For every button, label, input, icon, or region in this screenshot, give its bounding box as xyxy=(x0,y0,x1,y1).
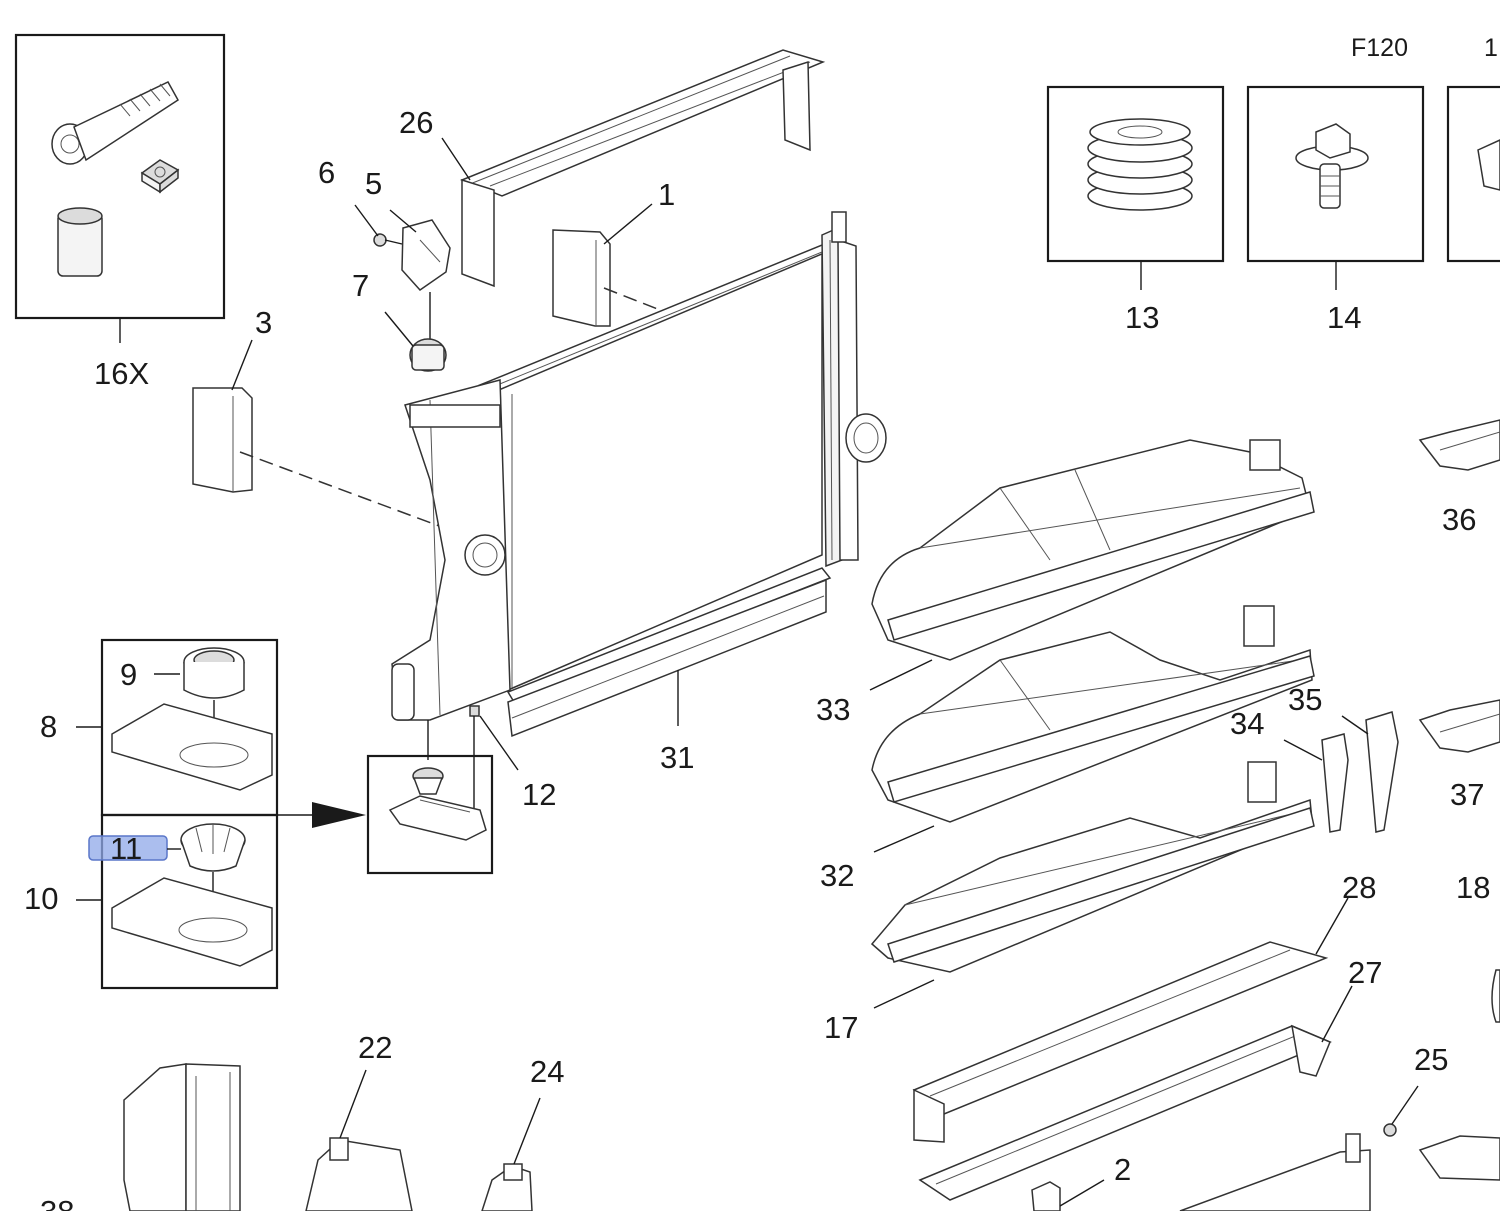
callout-11[interactable]: 11 xyxy=(110,831,142,866)
spring-nut-13 xyxy=(1046,85,1225,290)
callout-33: 33 xyxy=(816,692,850,727)
callout-37: 37 xyxy=(1450,777,1484,812)
callout-36: 36 xyxy=(1442,502,1476,537)
callout-14: 14 xyxy=(1327,300,1361,335)
fastener-kit-16x xyxy=(14,33,226,343)
foam-pad-right xyxy=(552,203,653,327)
callout-7: 7 xyxy=(352,268,369,303)
callout-25: 25 xyxy=(1414,1042,1448,1077)
callout-2: 2 xyxy=(1114,1152,1131,1187)
lower-seal-strip xyxy=(506,567,832,738)
bracket-36 xyxy=(1418,419,1500,471)
mount-kit-8 xyxy=(76,638,279,817)
callout-11-highlight[interactable] xyxy=(88,835,168,861)
lower-deflector-28 xyxy=(912,897,1349,1143)
callout-12: 12 xyxy=(522,777,556,812)
upper-mount-bracket xyxy=(354,204,451,372)
callout-26: 26 xyxy=(399,105,433,140)
callout-34: 34 xyxy=(1230,706,1264,741)
callout-24: 24 xyxy=(530,1054,564,1089)
detail-arrow-icon xyxy=(312,802,366,828)
clip-24 xyxy=(481,1097,541,1211)
callout-8: 8 xyxy=(40,709,57,744)
callout-28: 28 xyxy=(1342,870,1376,905)
callout-32: 32 xyxy=(820,858,854,893)
callout-38: 38 xyxy=(40,1194,74,1211)
mount-kit-10 xyxy=(76,813,279,990)
lower-mount-detail xyxy=(366,754,494,875)
bracket-37 xyxy=(1418,699,1500,753)
callout-31: 31 xyxy=(660,740,694,775)
upper-air-deflector xyxy=(441,49,826,288)
callout-9: 9 xyxy=(120,657,137,692)
figure-code-partial: 1 xyxy=(1484,34,1498,62)
clip-35 xyxy=(1341,711,1399,833)
side-bracket-22 xyxy=(305,1069,413,1211)
flange-bolt-14 xyxy=(1246,85,1425,290)
clip-box-partial xyxy=(1446,85,1500,263)
callout-10: 10 xyxy=(24,881,58,916)
radiator-core-assembly xyxy=(391,211,887,760)
part-2 xyxy=(1031,1133,1371,1211)
clip-34 xyxy=(1283,733,1349,833)
fastener-25 xyxy=(1383,1085,1500,1181)
callout-35: 35 xyxy=(1288,682,1322,717)
callout-5: 5 xyxy=(365,166,382,201)
callout-18: 18 xyxy=(1456,870,1490,905)
part-18-edge xyxy=(1491,969,1500,1023)
callout-27: 27 xyxy=(1348,955,1382,990)
callout-22: 22 xyxy=(358,1030,392,1065)
lower-deflector-27 xyxy=(918,985,1353,1201)
figure-code: F120 xyxy=(1351,34,1408,62)
foam-pad-left xyxy=(192,339,253,493)
callout-1: 1 xyxy=(658,177,675,212)
callout-3: 3 xyxy=(255,305,272,340)
side-bracket-38 xyxy=(123,1063,241,1211)
air-guide-17 xyxy=(870,761,1315,1009)
screw-12 xyxy=(469,705,519,812)
air-guide-32 xyxy=(871,605,1315,853)
callout-17: 17 xyxy=(824,1010,858,1045)
callout-16x: 16X xyxy=(94,356,149,391)
callout-6: 6 xyxy=(318,155,335,190)
air-guide-33 xyxy=(869,439,1315,691)
callout-13: 13 xyxy=(1125,300,1159,335)
